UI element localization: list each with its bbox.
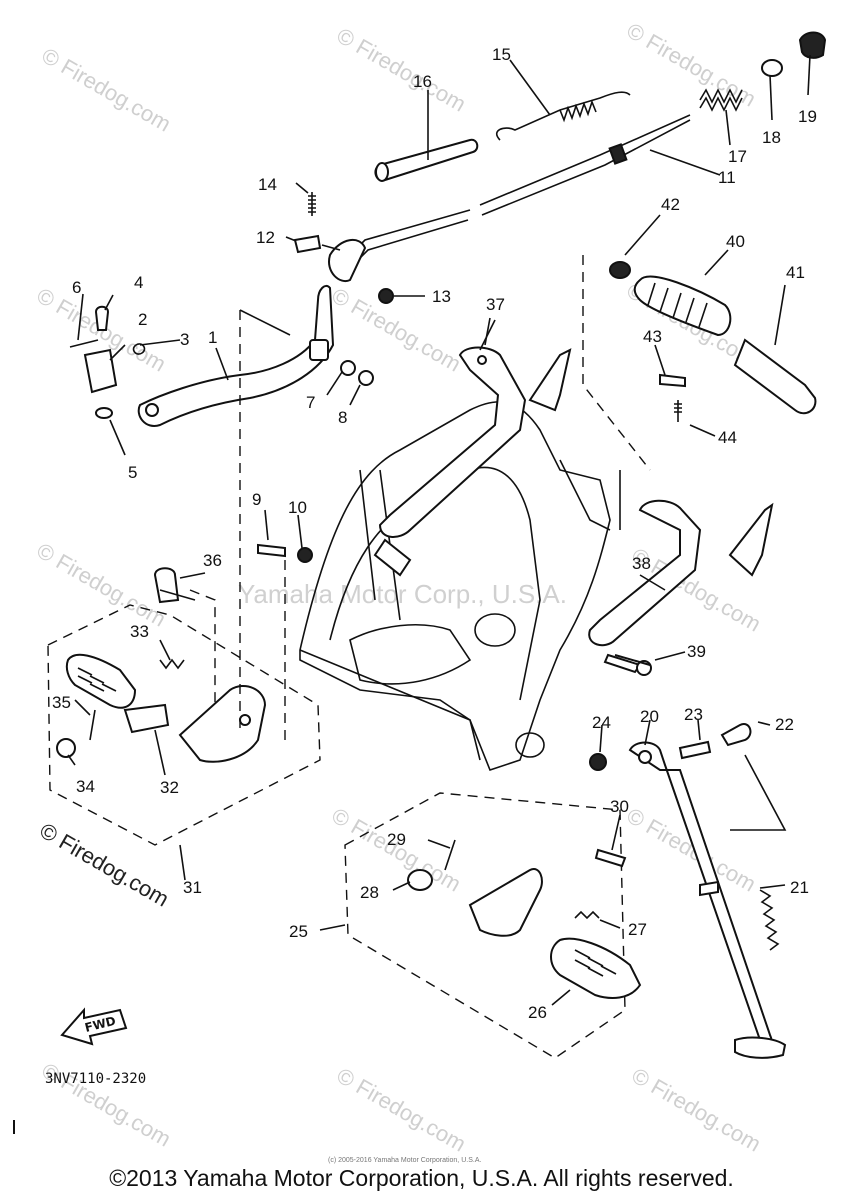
watermark: © Firedog.com: [333, 23, 471, 117]
callout-label: 36: [203, 551, 222, 570]
left-footrest-assembly: [47, 604, 321, 846]
callout-label: 20: [640, 707, 659, 726]
part-code: 3NV7110-2320: [45, 1071, 146, 1087]
watermark: © Firedog.com: [38, 43, 176, 137]
callout-label: 3: [180, 330, 189, 349]
callout-label: 11: [718, 168, 736, 187]
callout-label: 44: [718, 428, 737, 447]
callout-label: 14: [258, 175, 277, 194]
center-watermark: Yamaha Motor Corp., U.S.A.: [238, 579, 567, 609]
callout-label: 12: [256, 228, 275, 247]
copyright-footer: ©2013 Yamaha Motor Corporation, U.S.A. A…: [109, 1165, 734, 1191]
callout-label: 1: [208, 328, 217, 347]
callout-label: 2: [138, 310, 147, 329]
callout-label: 40: [726, 232, 745, 251]
callout-label: 22: [775, 715, 794, 734]
watermark: © Firedog.com: [33, 538, 171, 632]
callout-label: 21: [790, 878, 809, 897]
callout-label: 4: [134, 273, 143, 292]
callout-label: 9: [252, 490, 261, 509]
callout-label: 10: [288, 498, 307, 517]
callout-label: 41: [786, 263, 805, 282]
return-spring: [495, 91, 631, 141]
right-footrest-assembly: [344, 792, 642, 1059]
text-cursor: [13, 1120, 15, 1134]
callout-label: 17: [728, 147, 747, 166]
watermark: © Firedog.com: [333, 1063, 471, 1157]
leader-lines: [67, 54, 811, 1006]
frame-bolts: [153, 543, 651, 666]
brake-pedal: [137, 284, 335, 427]
callout-label: 6: [72, 278, 81, 297]
pedal-hardware: [69, 305, 374, 419]
small-hardware-top: [293, 192, 394, 304]
callout-label: 16: [413, 72, 432, 91]
callout-label: 27: [628, 920, 647, 939]
callout-label: 32: [160, 778, 179, 797]
callout-label: 24: [592, 713, 611, 732]
callout-label: 7: [306, 393, 315, 412]
callout-label: 26: [528, 1003, 547, 1022]
callout-label: 33: [130, 622, 149, 641]
callout-label: 42: [661, 195, 680, 214]
callout-labels: 1 2 3 4 5 6 7 8 9 10 11 12 13 14 15 16 1…: [52, 45, 817, 1022]
callout-label: 38: [632, 554, 651, 573]
callout-label: 30: [610, 797, 629, 816]
rod-spring-parts: [699, 31, 827, 112]
callout-label: 43: [643, 327, 662, 346]
callout-label: 13: [432, 287, 451, 306]
fwd-arrow-icon: FWD: [60, 1007, 128, 1046]
reference-lines: [189, 255, 787, 831]
watermark-dark: © Firedog.com: [36, 818, 174, 912]
callout-label: 25: [289, 922, 308, 941]
callout-label: 8: [338, 408, 347, 427]
callout-label: 19: [798, 107, 817, 126]
footrest-bracket-lower: [588, 499, 774, 676]
callout-label: 39: [687, 642, 706, 661]
footrest-bracket-upper: [373, 346, 572, 577]
small-notice: (c) 2005-2016 Yamaha Motor Corporation, …: [328, 1157, 481, 1164]
callout-label: 23: [684, 705, 703, 724]
passenger-peg-grip: [609, 261, 817, 422]
callout-label: 29: [387, 830, 406, 849]
callout-label: 31: [183, 878, 202, 897]
callout-label: 34: [76, 777, 95, 796]
callout-label: 37: [486, 295, 505, 314]
callout-label: 5: [128, 463, 137, 482]
brake-rod: [328, 114, 691, 283]
pivot-shaft: [374, 138, 479, 182]
callout-label: 15: [492, 45, 511, 64]
callout-label: 35: [52, 693, 71, 712]
sidestand-assembly: [589, 723, 787, 1059]
callout-label: 18: [762, 128, 781, 147]
callout-label: 28: [360, 883, 379, 902]
watermark: © Firedog.com: [628, 1063, 766, 1157]
watermark: © Firedog.com: [623, 18, 761, 112]
